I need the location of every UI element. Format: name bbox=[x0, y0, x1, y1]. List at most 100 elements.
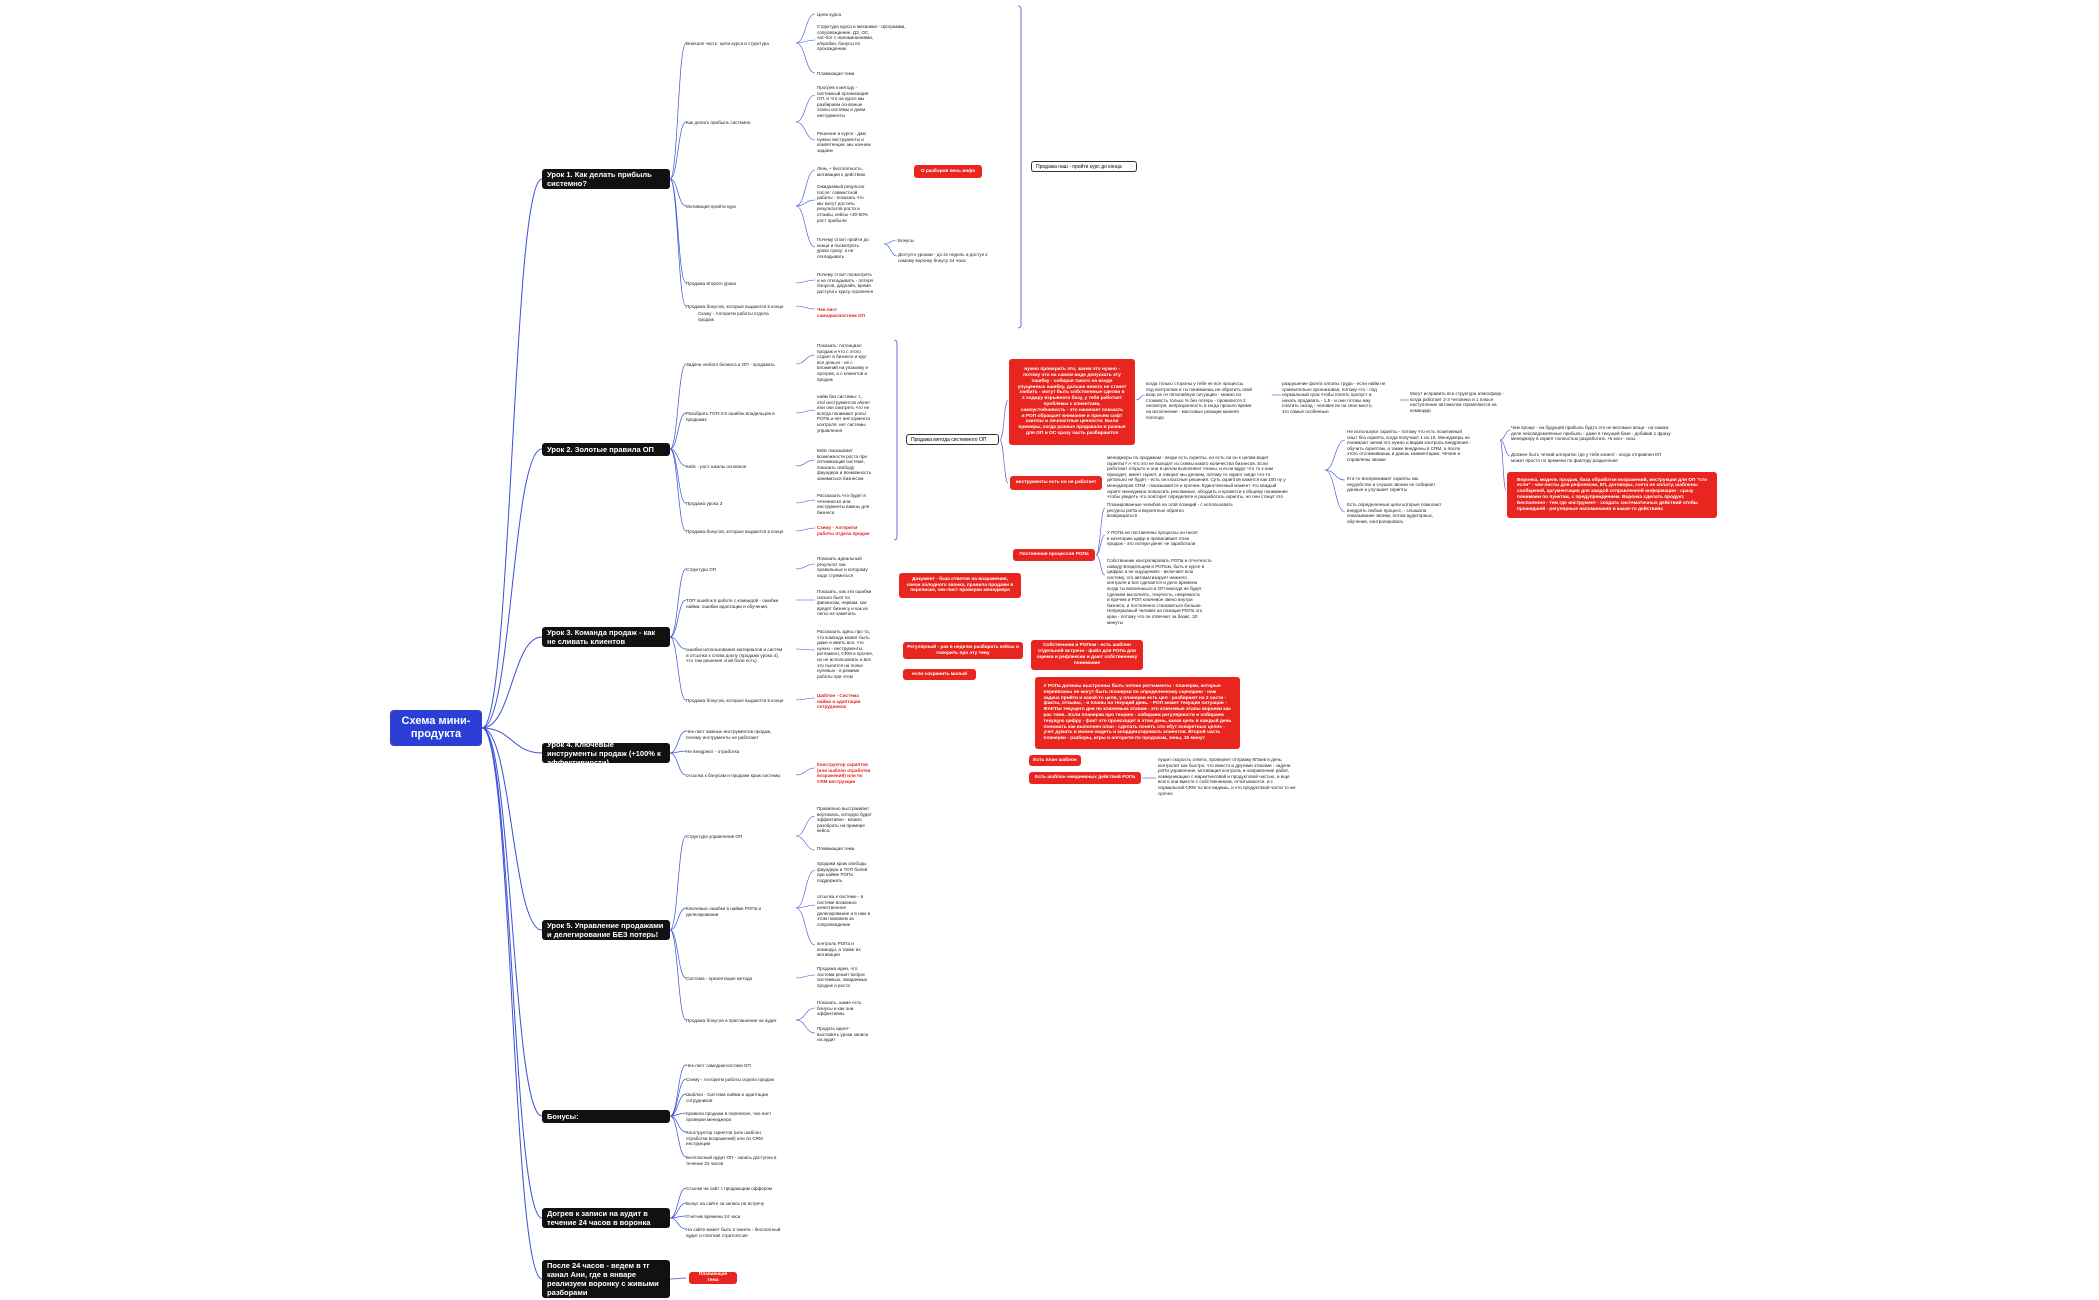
lesson-1-node[interactable]: Урок 1. Как делать прибыль системно? bbox=[542, 169, 670, 189]
l3-rop-text: Планированные челибов на этой позиций - … bbox=[1107, 502, 1233, 519]
connector bbox=[795, 305, 816, 310]
l5-topic[interactable]: Система - презентация метода bbox=[686, 976, 753, 981]
l2-mid-text: когда только стороны у тебя не все проце… bbox=[1146, 381, 1252, 420]
l3-red-note: Шаблон - Система найма и адаптации сотру… bbox=[817, 693, 861, 710]
l1-red-box[interactable]: О разборов весь инфо bbox=[914, 165, 982, 178]
l2-topic[interactable]: Кейс - рост школы основное bbox=[686, 464, 747, 469]
l2-script-text: Кто-то воспринимает скрипты как неудобст… bbox=[1347, 476, 1436, 493]
l3-regular-box[interactable]: Регулярный - раз в неделю разбирать кейс… bbox=[903, 642, 1023, 659]
connector bbox=[795, 869, 816, 909]
l2-script-right: Должен быть четкий алгоритм: где у тебя … bbox=[1511, 452, 1662, 463]
connector bbox=[481, 727, 543, 931]
connector bbox=[795, 279, 816, 284]
warmup-item[interactable]: Бонус на сайте за запись на встречу bbox=[686, 1201, 765, 1206]
connector bbox=[1499, 429, 1511, 441]
connector bbox=[481, 727, 543, 754]
l5-topic[interactable]: Продажа бонусов и приглашение на аудит bbox=[686, 1018, 777, 1023]
l1-note: Почему стоит посмотреть и не откладывать… bbox=[817, 272, 874, 294]
l5-note: контроль РОПа и команды, а также их моти… bbox=[817, 941, 861, 958]
bonus-item[interactable]: Чек-лист самодиагностики ОП bbox=[686, 1063, 751, 1068]
l1-topic[interactable]: Продажа бонусов, которые выдаются в конц… bbox=[686, 304, 784, 309]
l1-topic[interactable]: Вначале часть: цели курса и структура bbox=[686, 41, 769, 46]
l2-topic[interactable]: Продажа бонусов, которые выдаются в конц… bbox=[686, 529, 784, 534]
connector bbox=[669, 1078, 687, 1117]
connector bbox=[669, 929, 687, 979]
connector bbox=[669, 178, 687, 284]
connector bbox=[795, 527, 816, 532]
bonus-item[interactable]: Конструктор скриптов (или шаблон отработ… bbox=[686, 1130, 763, 1147]
l4-red-note: Конструктор скриптов (или шаблон отработ… bbox=[817, 762, 871, 784]
bonus-item[interactable]: Шаблон - Система найма и адаптации сотру… bbox=[686, 1092, 769, 1103]
warmup-item[interactable]: Счетчик времени 24 часа bbox=[686, 1214, 741, 1219]
bonus-item[interactable]: Схему - Алгоритм работы отдела продаж bbox=[686, 1077, 774, 1082]
connector bbox=[1324, 439, 1346, 471]
floating-topic-box[interactable]: Плавающая тема bbox=[689, 1272, 737, 1284]
l2-outline-box[interactable]: Продажа метода системного ОП bbox=[906, 434, 999, 445]
connector bbox=[669, 1277, 687, 1280]
l2-far-text: Могут исправить все структура атмосферу … bbox=[1410, 391, 1505, 413]
l2-red-right-box[interactable]: Воронка, модель продаж, база обработки в… bbox=[1507, 472, 1717, 518]
l1-topic-sub[interactable]: Скажу - Алгоритм работы отдела продаж bbox=[698, 311, 769, 322]
root-node[interactable]: Схема мини-продукта bbox=[390, 710, 482, 746]
warmup-node[interactable]: Догрев к записи на аудит в течение 24 ча… bbox=[542, 1208, 670, 1228]
l2-red-box-main[interactable]: нужно проверить это, зачем это нужно - п… bbox=[1009, 359, 1135, 445]
l3-topic[interactable]: ошибки использования материалов и систем… bbox=[686, 647, 783, 664]
after-24h-node[interactable]: После 24 часов - ведем в тг канал Ани, г… bbox=[542, 1260, 670, 1298]
l5-topic[interactable]: Структура управления ОП bbox=[686, 834, 743, 839]
l3-rop-box[interactable]: Постоянная процессов РОПа bbox=[1013, 549, 1095, 561]
connector bbox=[669, 1115, 687, 1158]
l1-topic[interactable]: Как делать прибыль системно bbox=[686, 120, 751, 125]
l3-small-box[interactable]: если сохранить малый bbox=[903, 669, 976, 680]
l2-topic[interactable]: Разобрать ТОП-3-5 ошибок владельцев в пр… bbox=[686, 411, 775, 422]
connector bbox=[795, 767, 816, 776]
l3-reglament-box[interactable]: У РОПа должны выстроены быть четкие регл… bbox=[1035, 677, 1240, 749]
connector bbox=[795, 13, 816, 44]
lesson-5-node[interactable]: Урок 5. Управление продажами и делегиров… bbox=[542, 920, 670, 940]
l1-topic[interactable]: Мотивация пройти курс bbox=[686, 204, 737, 209]
l2-topic[interactable]: Продажа урока 3 bbox=[686, 501, 723, 506]
connector bbox=[669, 448, 687, 532]
l3-topic[interactable]: ТОП ошибок в работе с командой - ошибки … bbox=[686, 598, 779, 609]
connector bbox=[795, 974, 816, 979]
l4-topic[interactable]: Чек-лист важных инструментов продаж, поч… bbox=[686, 729, 772, 740]
l3-plan-box[interactable]: Есть план шаблон bbox=[1029, 755, 1081, 766]
warmup-item[interactable]: Ссылки на сайт с продающим оффером bbox=[686, 1186, 773, 1191]
bonus-item[interactable]: Бесплатный аудит ОП - запись доступна в … bbox=[686, 1155, 777, 1166]
l1-note: Лень + бесплатность, мотивация к действи… bbox=[817, 166, 866, 177]
l1-note: Прогрев к методу - системный организация… bbox=[817, 85, 869, 118]
l1-outline-box[interactable]: Продажа наш - пройти курс до конца bbox=[1031, 161, 1137, 172]
l3-owner-box[interactable]: Собственник и РОПом - есть шаблон отдель… bbox=[1031, 640, 1143, 670]
lesson-2-node[interactable]: Урок 2. Золотые правила ОП bbox=[542, 443, 670, 456]
group-bracket bbox=[893, 339, 898, 541]
lesson-4-node[interactable]: Урок 4. Ключевые инструменты продаж (+10… bbox=[542, 740, 670, 767]
connector bbox=[669, 568, 687, 638]
l2-tools-box[interactable]: инструменты есть но не работает bbox=[1010, 476, 1102, 490]
l1-topic[interactable]: Продажа второго урока bbox=[686, 281, 736, 286]
connector bbox=[795, 169, 816, 207]
lesson-3-node[interactable]: Урок 3. Команда продаж - как не сливать … bbox=[542, 627, 670, 647]
connector bbox=[669, 448, 687, 467]
connector bbox=[481, 636, 543, 729]
connector bbox=[795, 499, 816, 504]
bonus-item[interactable]: правила продажи в переписке, чек-лист пр… bbox=[686, 1111, 772, 1122]
l1-note: Цели курса bbox=[817, 12, 842, 17]
l3-doc-box[interactable]: Документ - база ответов на возражения, с… bbox=[899, 573, 1021, 598]
connector bbox=[669, 636, 687, 701]
connector bbox=[795, 648, 816, 651]
l3-topic[interactable]: Продажа бонусов, которые выдаются в конц… bbox=[686, 698, 784, 703]
l5-note: Показать, какие есть бонусы и как они эф… bbox=[817, 1000, 862, 1017]
connector bbox=[1095, 507, 1106, 556]
bonuses-node[interactable]: Бонусы: bbox=[542, 1110, 670, 1123]
l2-note: Кейс показывает возможности роста при оп… bbox=[817, 448, 872, 481]
l3-topic[interactable]: Структура ОП bbox=[686, 567, 716, 572]
l2-topic[interactable]: Задача любого бизнеса и ОП - продавать bbox=[686, 362, 775, 367]
l4-topic[interactable]: отсылка к бонусам и продаже краж системы bbox=[686, 773, 781, 778]
connector bbox=[999, 399, 1009, 441]
l4-topic[interactable]: Не внедряют - отработка bbox=[686, 749, 740, 754]
l2-tools-text: менеджеры по продажам - везде есть скрип… bbox=[1107, 455, 1288, 500]
l3-note: Показать, как эти ошибки сильно бьют по … bbox=[817, 589, 872, 617]
l3-daily-box[interactable]: Есть шаблон ежедневных действий РОПа bbox=[1029, 772, 1141, 784]
l5-topic[interactable]: Ключевые ошибки в найме РОПа и делегиров… bbox=[686, 906, 762, 917]
warmup-item[interactable]: На сайте может быть 2 пакета - бесплатны… bbox=[686, 1227, 781, 1238]
